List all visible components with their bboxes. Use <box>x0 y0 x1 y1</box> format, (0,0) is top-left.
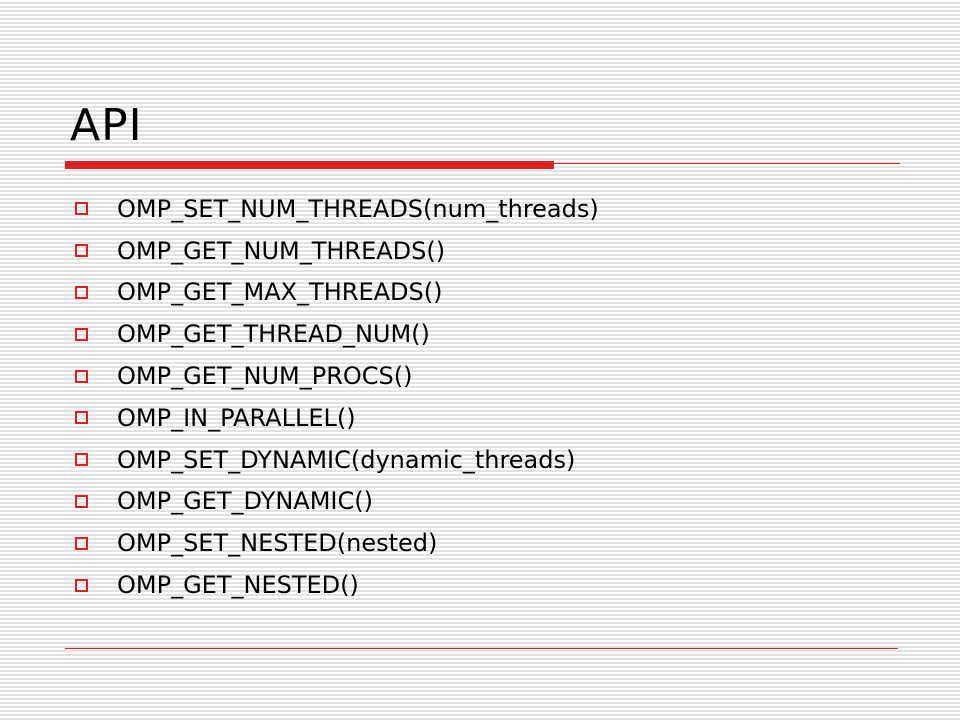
bullet-text: OMP_GET_DYNAMIC() <box>117 487 373 516</box>
bullet-text: OMP_SET_NESTED(nested) <box>117 529 438 558</box>
bullet-list: OMP_SET_NUM_THREADS(num_threads) OMP_GET… <box>75 188 599 606</box>
slide-title: API <box>70 100 143 151</box>
square-bullet-icon <box>75 327 88 341</box>
list-item: OMP_GET_NUM_THREADS() <box>75 230 599 272</box>
list-item: OMP_GET_THREAD_NUM() <box>75 313 599 355</box>
list-item: OMP_SET_NESTED(nested) <box>75 522 599 564</box>
list-item: OMP_SET_DYNAMIC(dynamic_threads) <box>75 439 599 481</box>
list-item: OMP_GET_DYNAMIC() <box>75 481 599 523</box>
bullet-text: OMP_GET_NESTED() <box>117 571 359 600</box>
square-bullet-icon <box>75 285 88 299</box>
bullet-text: OMP_GET_THREAD_NUM() <box>117 320 430 349</box>
bottom-rule <box>65 648 898 649</box>
bullet-text: OMP_SET_DYNAMIC(dynamic_threads) <box>117 445 576 474</box>
list-item: OMP_IN_PARALLEL() <box>75 397 599 439</box>
list-item: OMP_SET_NUM_THREADS(num_threads) <box>75 188 599 230</box>
square-bullet-icon <box>75 453 88 467</box>
bullet-text: OMP_GET_NUM_THREADS() <box>117 236 446 265</box>
square-bullet-icon <box>75 578 88 592</box>
square-bullet-icon <box>75 494 88 508</box>
list-item: OMP_GET_NESTED() <box>75 564 599 606</box>
square-bullet-icon <box>75 202 88 216</box>
bullet-text: OMP_IN_PARALLEL() <box>117 403 356 432</box>
title-underline-thick <box>65 161 554 169</box>
bullet-text: OMP_GET_MAX_THREADS() <box>117 278 443 307</box>
bullet-text: OMP_GET_NUM_PROCS() <box>117 362 413 391</box>
list-item: OMP_GET_MAX_THREADS() <box>75 272 599 314</box>
square-bullet-icon <box>75 536 88 550</box>
list-item: OMP_GET_NUM_PROCS() <box>75 355 599 397</box>
square-bullet-icon <box>75 411 88 425</box>
square-bullet-icon <box>75 369 88 383</box>
square-bullet-icon <box>75 244 88 258</box>
bullet-text: OMP_SET_NUM_THREADS(num_threads) <box>117 194 599 223</box>
